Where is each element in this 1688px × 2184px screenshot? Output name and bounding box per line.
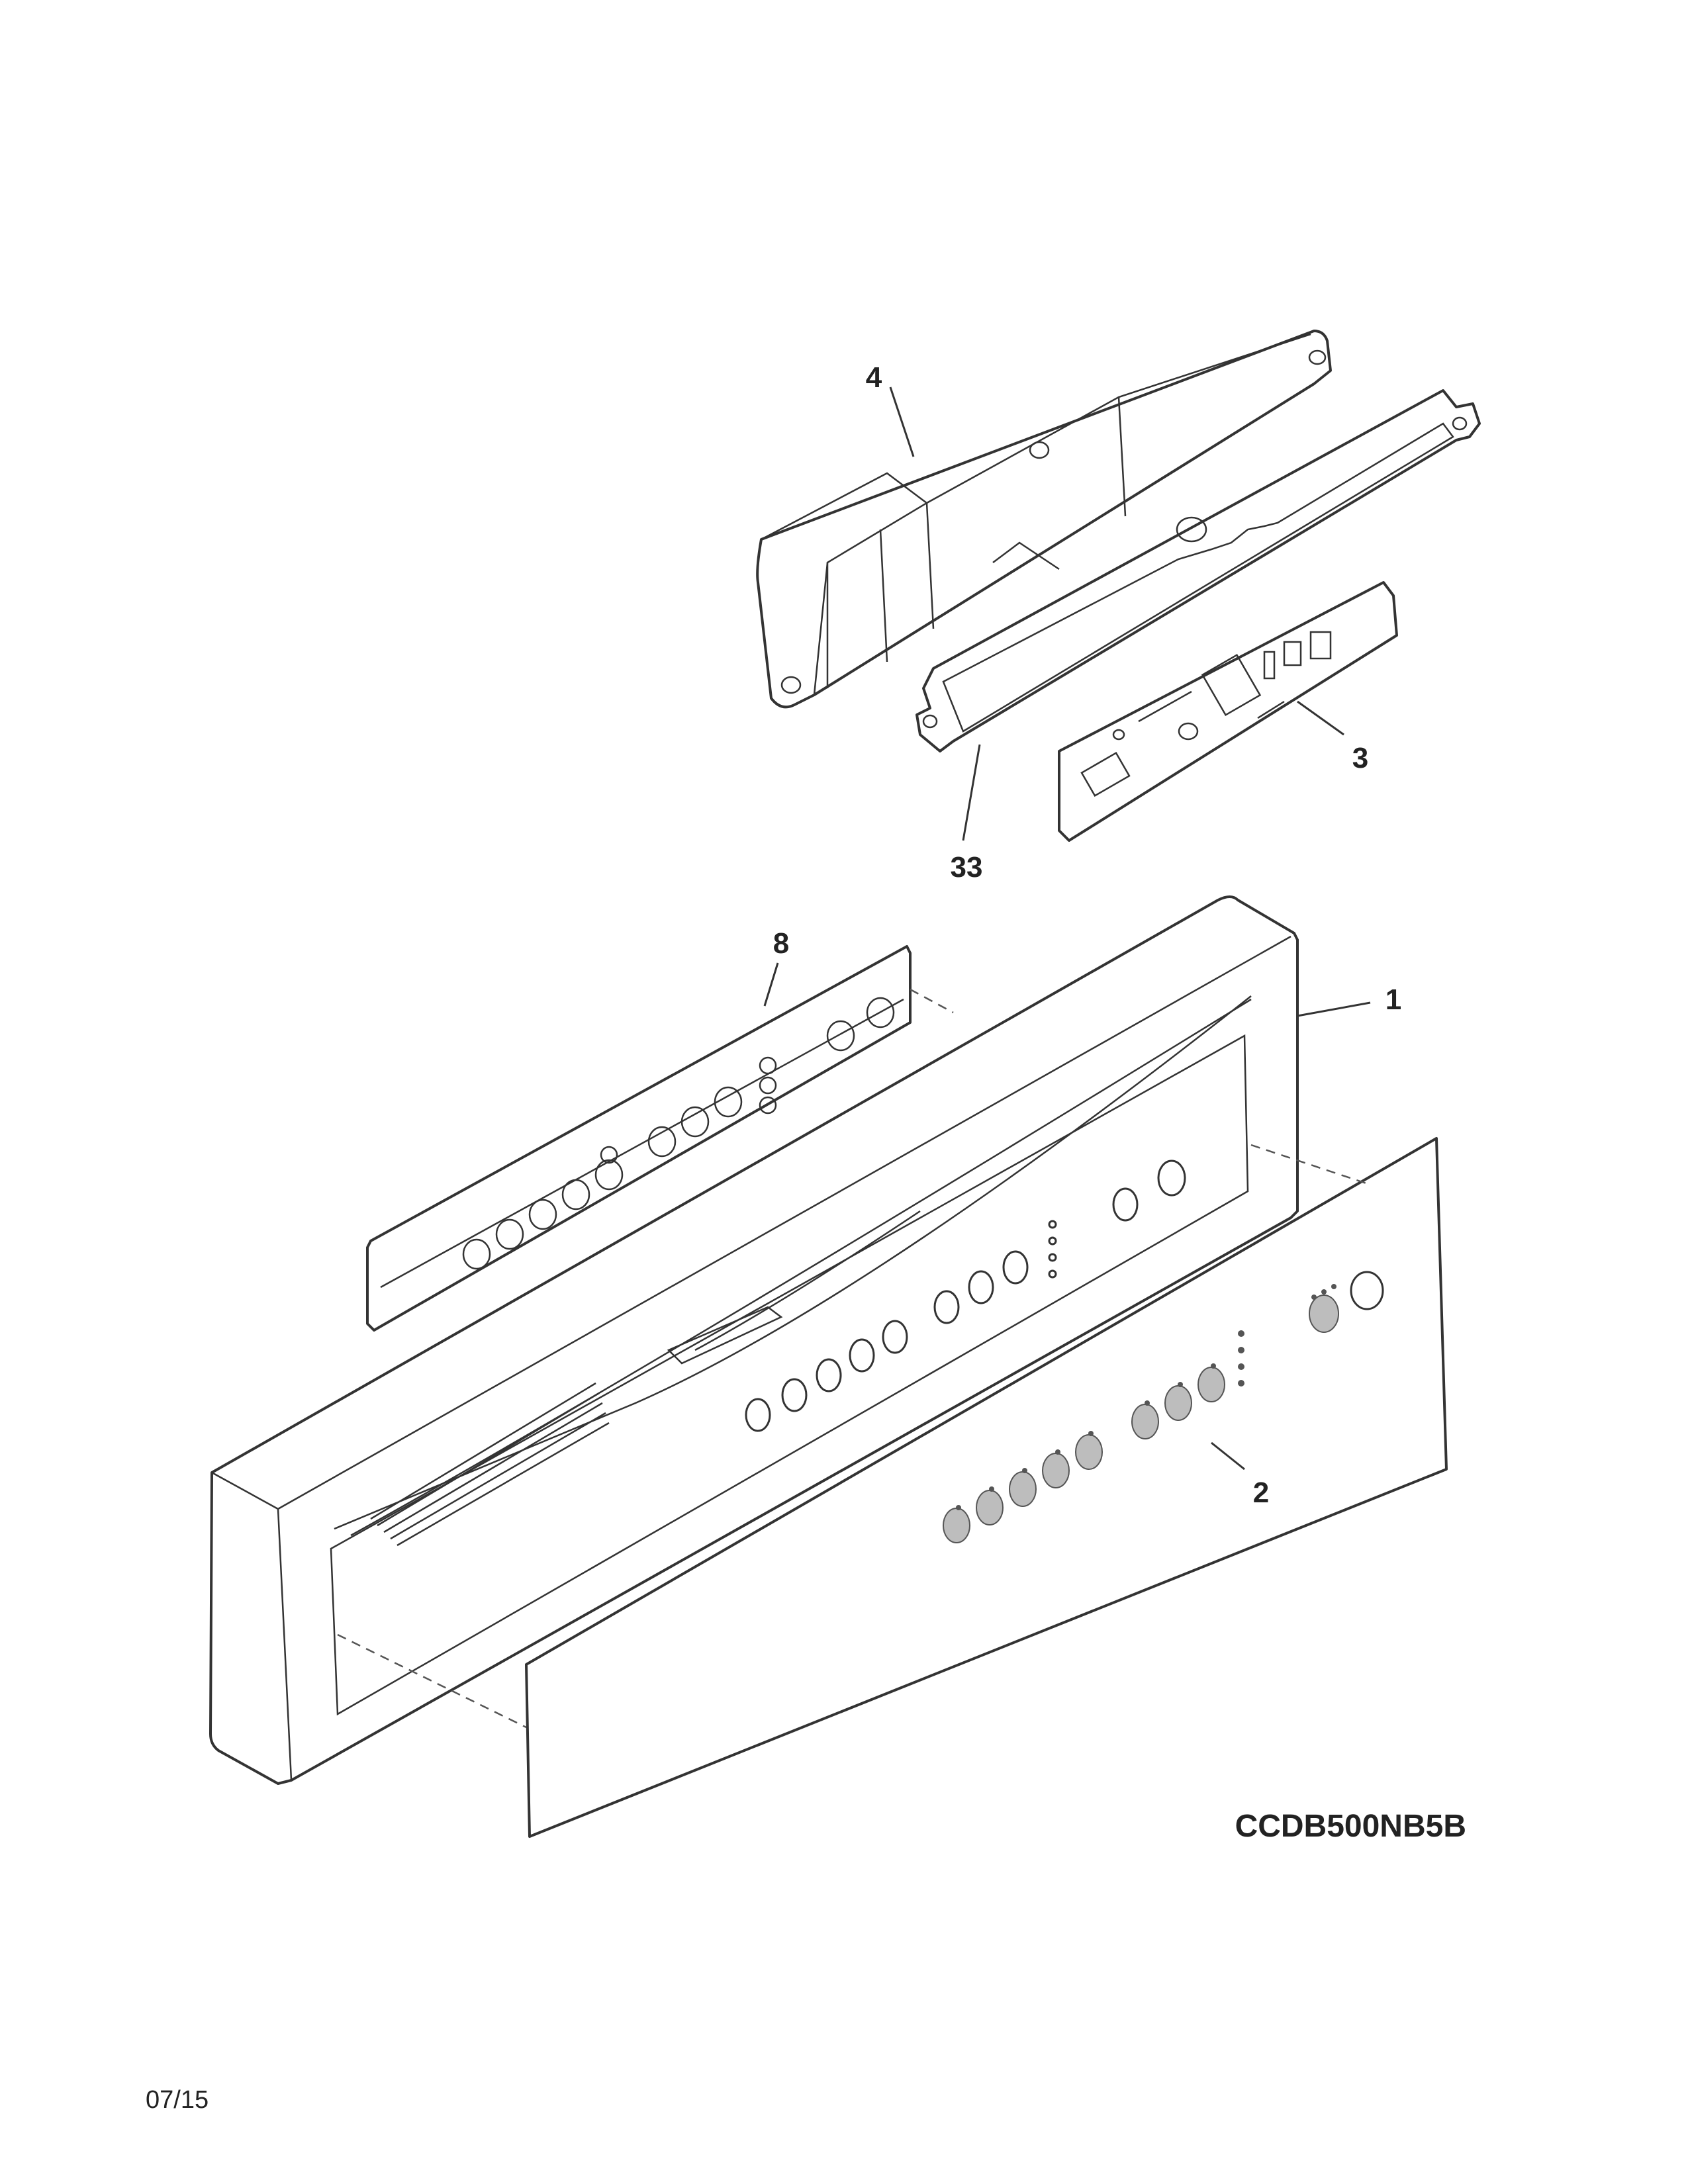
panel-button-hole [882,1320,908,1354]
panel-button-hole [1002,1250,1029,1285]
overlay-button-light [1350,1271,1384,1310]
overlay-button [1309,1295,1339,1333]
overlay-button [1131,1404,1159,1439]
overlay-button [1197,1367,1225,1402]
control-board-part [1058,581,1398,842]
panel-button-hole [849,1338,875,1373]
alignment-lines [337,988,1371,1729]
overlay-button [1164,1385,1192,1421]
callout-8: 8 [773,927,789,960]
callout-1: 1 [1385,983,1401,1016]
panel-button-hole [1112,1187,1139,1222]
panel-button-hole [745,1398,771,1432]
leader-lines [763,387,1371,1471]
overlay-button [943,1508,970,1543]
overlay-part [525,1137,1448,1838]
panel-button-hole [933,1290,960,1324]
callout-2: 2 [1253,1477,1269,1509]
model-number: CCDB500NB5B [1235,1809,1466,1844]
overlay-button [1042,1453,1070,1488]
board-housing-part [756,330,1332,709]
callout-4: 4 [866,361,882,394]
panel-button-hole [781,1378,808,1412]
overlay-button [1075,1434,1103,1470]
panel-button-hole [1157,1160,1186,1197]
control-panel-part [209,895,1299,1785]
revision-date: 07/15 [146,2086,209,2114]
overlay-button [976,1490,1004,1525]
gasket-part [915,389,1481,752]
overlay-button [1009,1471,1037,1507]
panel-button-hole [816,1358,842,1392]
callout-3: 3 [1352,742,1368,774]
keypad-part [366,945,912,1332]
callout-labels: 4 3 33 8 1 2 [773,361,1401,1509]
panel-button-holes [745,1160,1186,1432]
callout-33: 33 [951,851,983,884]
panel-button-hole [968,1270,994,1304]
